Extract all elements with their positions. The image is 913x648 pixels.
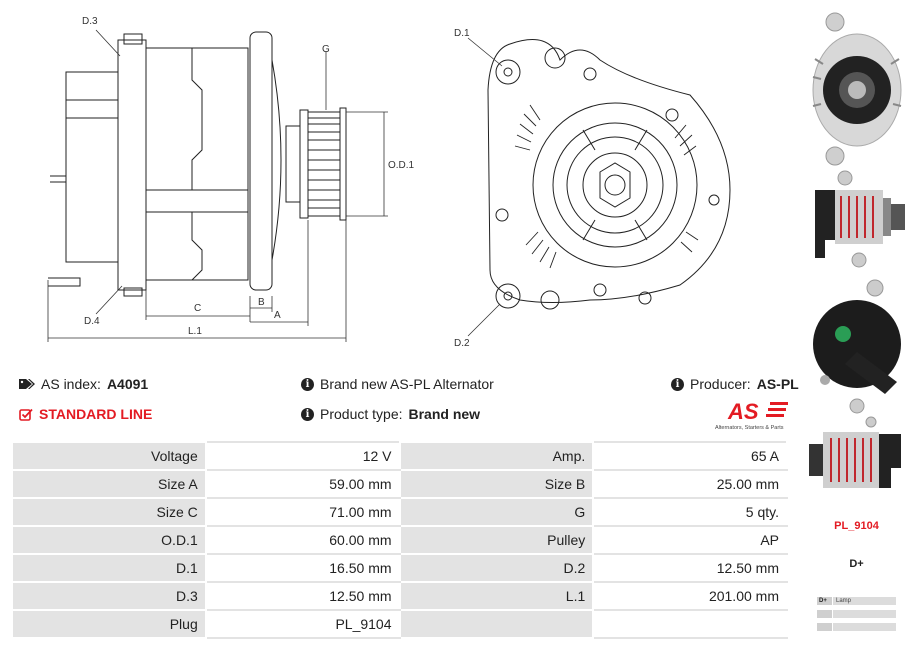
plug-legend: D+Lamp [817,597,896,636]
as-index-label: AS index: [41,376,101,392]
as-index: AS index: A4091 [19,376,148,392]
label-l1: L.1 [188,326,202,337]
technical-drawing: D.3 D.4 G O.D.1 C B A L.1 [0,0,800,360]
spec-key: O.D.1 [11,525,207,555]
legend-desc [833,623,896,631]
legend-pin: D+ [817,597,832,605]
spec-value [592,609,788,639]
spec-key: Voltage [11,441,207,471]
spec-value: 59.00 mm [204,469,401,499]
producer-value: AS-PL [756,376,799,392]
label-d2: D.2 [454,338,470,349]
legend-pin [817,610,832,618]
as-index-value: A4091 [106,376,149,392]
spec-value: 16.50 mm [204,553,401,583]
spec-key: Plug [11,609,207,639]
legend-row: D+Lamp [817,597,896,605]
info-icon: i [671,377,684,391]
spec-value: 5 qty. [592,497,788,527]
front-view-diagram: D.1 D.2 [454,28,731,349]
label-g: G [322,44,330,55]
label-d4: D.4 [84,316,100,327]
spec-value: 60.00 mm [204,525,401,555]
spec-value: AP [592,525,788,555]
as-pl-logo: AS Alternators, Starters & Parts [715,399,788,431]
spec-key: D.2 [398,553,595,583]
producer-label: Producer: [690,376,751,392]
spec-value: 12.50 mm [592,553,788,583]
label-a: A [274,310,281,321]
side-view-diagram: D.3 D.4 G O.D.1 C B A L.1 [47,16,415,342]
label-c: C [194,303,201,314]
legend-pin [817,623,832,631]
legend-desc [833,610,896,618]
product-photo-top[interactable] [805,416,908,500]
alternator-rear-image [813,279,901,414]
spec-key: D.3 [11,581,207,611]
spec-value: 12 V [204,441,401,471]
label-b: B [258,297,265,308]
spec-key: Size C [11,497,207,527]
label-d3: D.3 [82,16,98,27]
product-photo-front[interactable] [805,4,908,168]
legend-row [817,623,896,631]
standard-line: STANDARD LINE [19,406,152,422]
spec-value: 201.00 mm [592,581,788,611]
producer: i Producer: AS-PL [671,376,799,392]
legend-desc: Lamp [833,597,896,605]
tags-icon [19,379,35,389]
product-type: i Product type: Brand new [301,406,480,422]
alternator-top-image [809,416,901,488]
plug-code: PL_9104 [834,520,879,532]
legend-row [817,610,896,618]
alternator-front-image [812,12,902,166]
product-photo-rear[interactable] [805,274,908,416]
spec-key: D.1 [11,553,207,583]
spec-value: 71.00 mm [204,497,401,527]
logo-subtext: Alternators, Starters & Parts [715,425,784,431]
spec-key: Size B [398,469,595,499]
info-icon: i [301,377,314,391]
label-d1: D.1 [454,28,470,39]
spec-key: Pulley [398,525,595,555]
logo-text: AS [727,399,759,424]
condition: i Brand new AS-PL Alternator [301,376,494,392]
product-type-value: Brand new [408,406,481,422]
standard-line-label: STANDARD LINE [39,406,153,422]
product-type-label: Product type: [320,406,403,422]
spec-value: 65 A [592,441,788,471]
product-photo-side[interactable] [805,168,908,274]
spec-key: L.1 [398,581,595,611]
check-square-icon [19,408,33,421]
spec-key: Size A [11,469,207,499]
spec-value: PL_9104 [204,609,401,639]
info-icon: i [301,407,314,421]
spec-key: G [398,497,595,527]
spec-value: 25.00 mm [592,469,788,499]
alternator-side-image [815,170,905,268]
spec-key: Amp. [398,441,595,471]
label-od1: O.D.1 [388,160,415,171]
spec-key [398,609,595,639]
plug-pin: D+ [849,558,864,570]
condition-text: Brand new AS-PL Alternator [320,376,494,392]
spec-value: 12.50 mm [204,581,401,611]
